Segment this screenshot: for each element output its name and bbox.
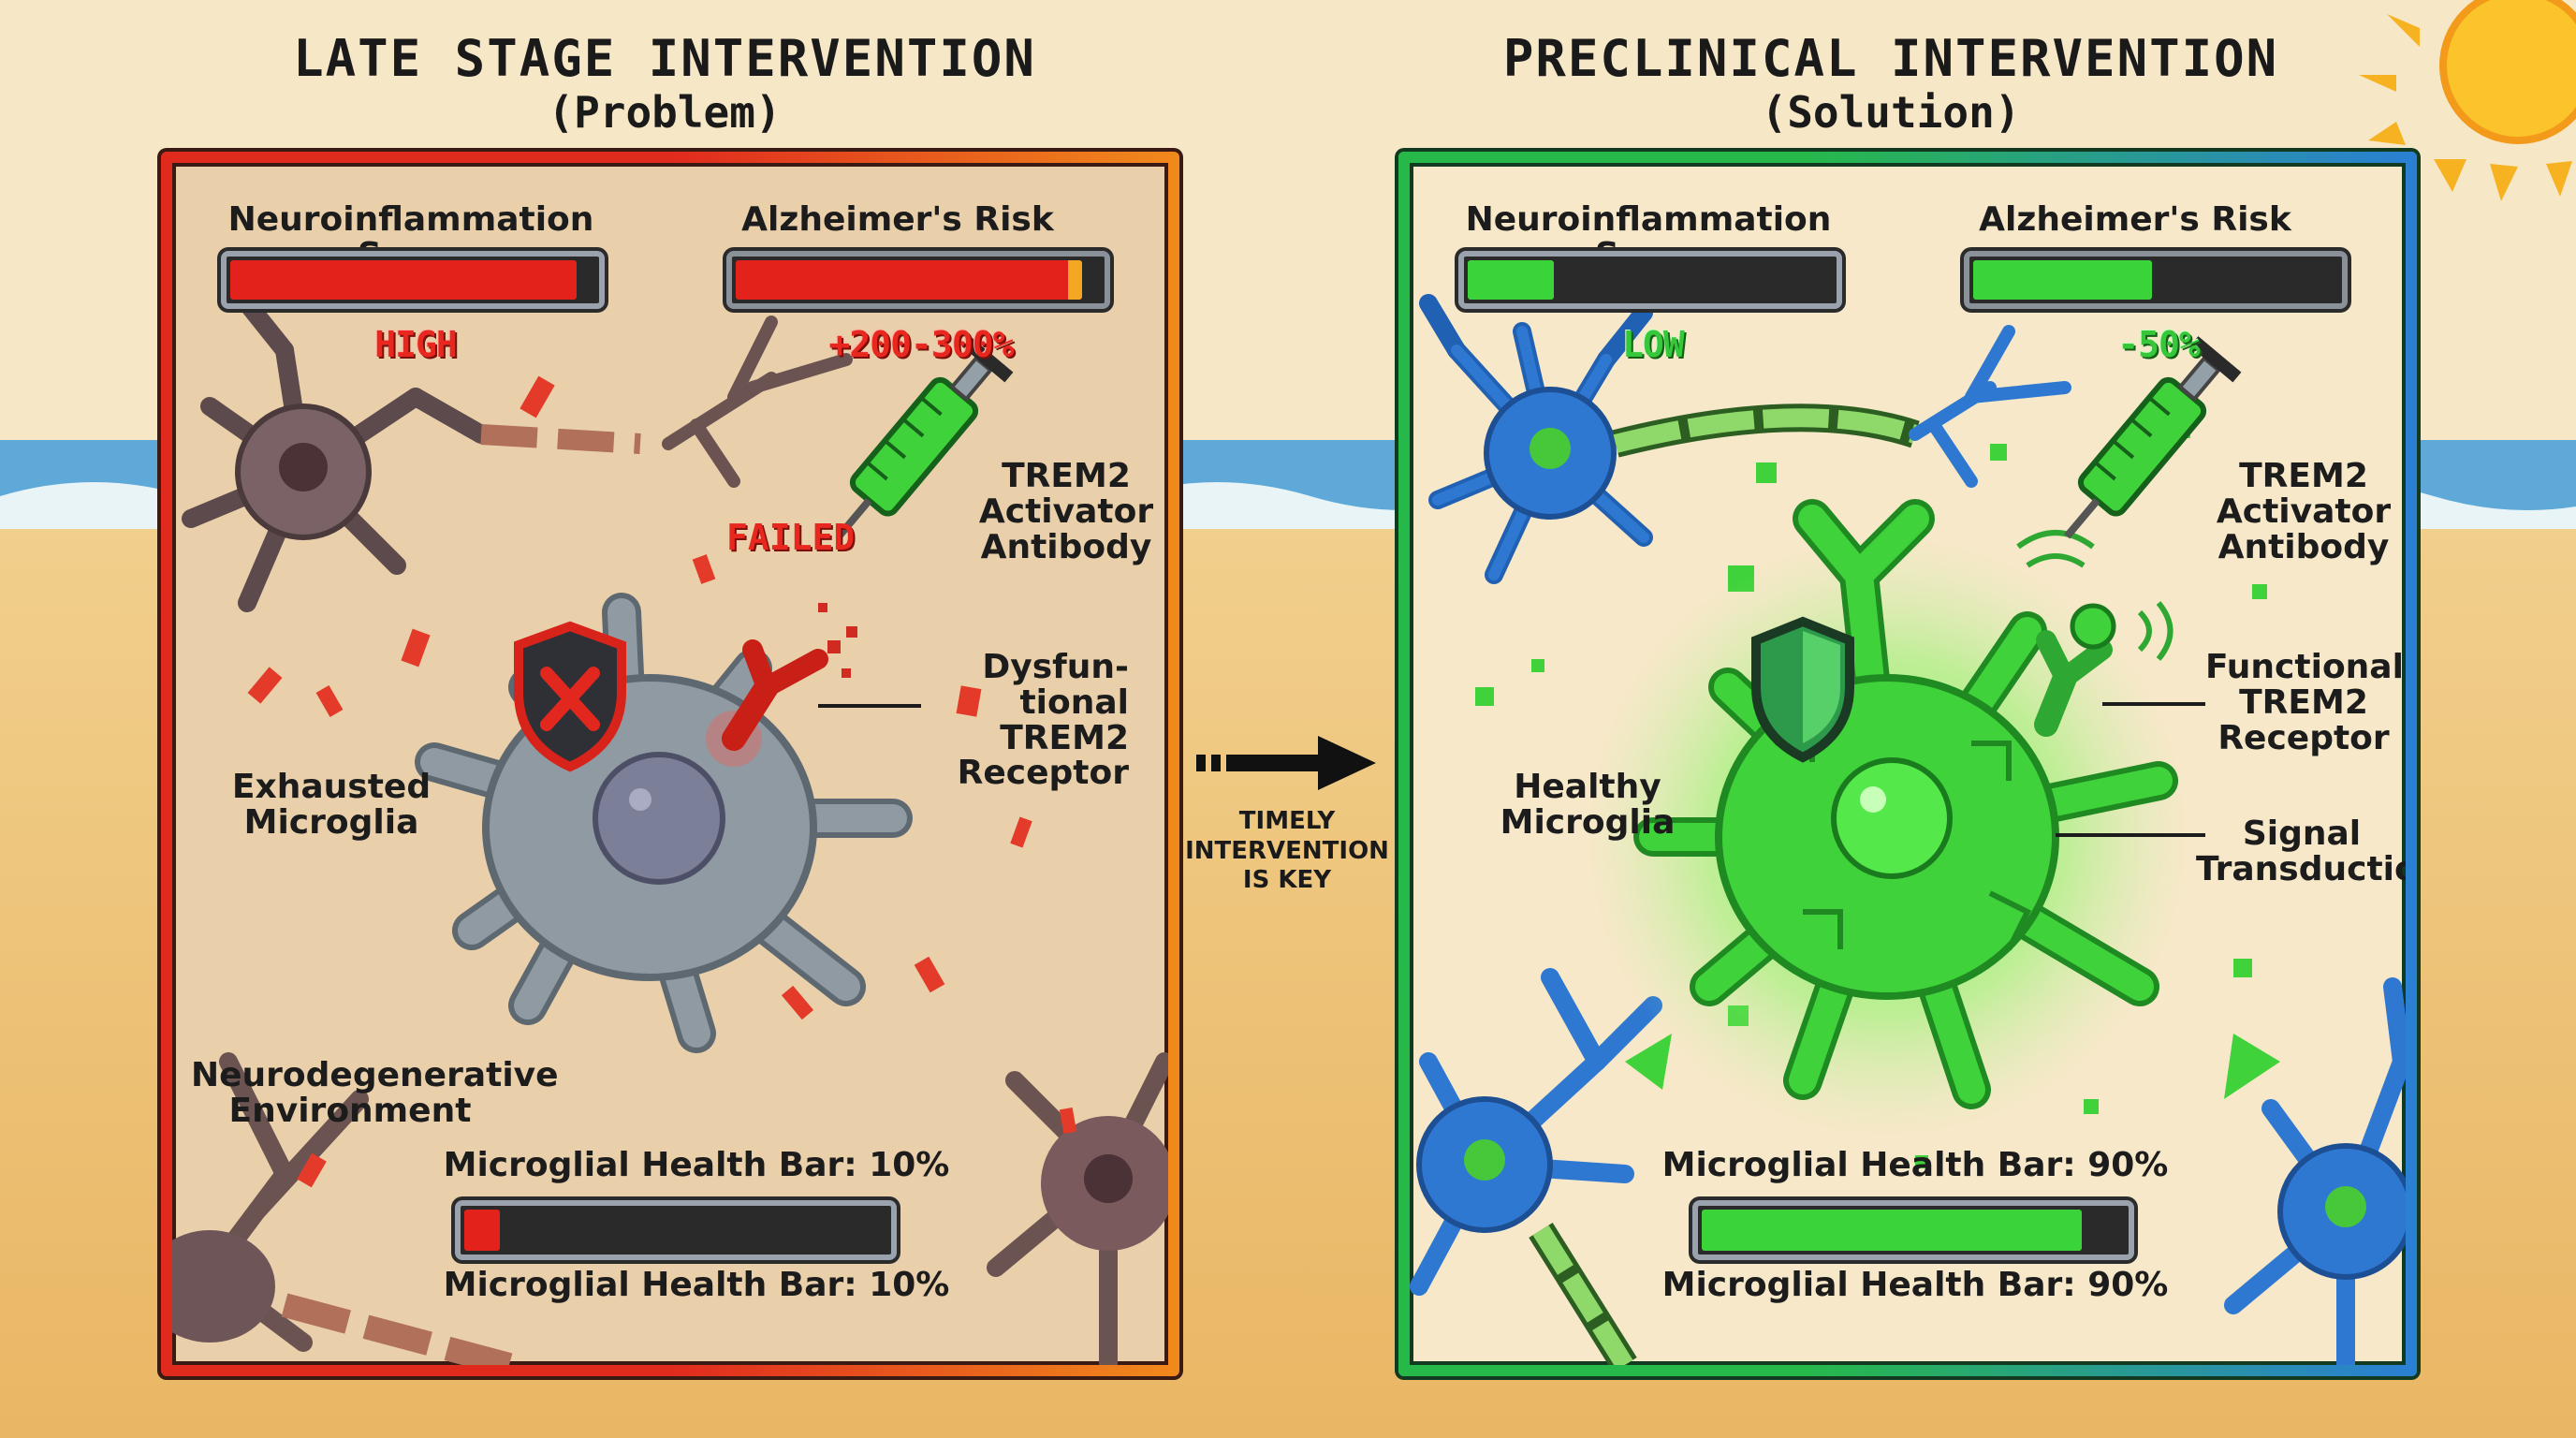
left-heading: LATE STAGE INTERVENTION (Problem) bbox=[178, 29, 1151, 139]
receptor-icon bbox=[2016, 530, 2174, 737]
particles bbox=[1475, 425, 2267, 1168]
right-receptor-label: Functional TREM2 Receptor bbox=[2205, 648, 2404, 757]
right-health-bar bbox=[1692, 1200, 2134, 1260]
left-neuroinflammation-fill bbox=[230, 260, 578, 300]
left-risk-bar bbox=[726, 251, 1110, 309]
left-health-fill bbox=[464, 1210, 500, 1251]
left-drug-label: TREM2 Activator Antibody bbox=[978, 457, 1154, 566]
dead-neuron-top-right bbox=[662, 315, 853, 488]
right-health-label-top: Microglial Health Bar: 90% bbox=[1661, 1146, 2169, 1184]
left-risk-label: Alzheimer's Risk bbox=[741, 200, 1054, 239]
shield-x-icon bbox=[514, 621, 626, 772]
right-risk-fill bbox=[1973, 260, 2152, 300]
right-neuroinflammation-fill bbox=[1468, 260, 1554, 300]
left-title: LATE STAGE INTERVENTION bbox=[293, 29, 1036, 88]
right-title: PRECLINICAL INTERVENTION bbox=[1502, 29, 2279, 88]
left-panel: Neuroinflammation Score HIGH Alzheimer's… bbox=[161, 152, 1179, 1376]
syringe-icon bbox=[836, 336, 1014, 539]
left-health-label-bottom: Microglial Health Bar: 10% bbox=[443, 1266, 950, 1304]
arrow-right-icon bbox=[1196, 736, 1376, 790]
receptor-icon bbox=[706, 603, 857, 767]
right-health-label-bottom: Microglial Health Bar: 90% bbox=[1661, 1266, 2169, 1304]
right-cell-label: Healthy Microglia bbox=[1500, 768, 1676, 842]
right-illustration bbox=[1410, 294, 2406, 1365]
left-risk-fill bbox=[736, 260, 1083, 300]
right-risk-label: Alzheimer's Risk bbox=[1979, 200, 2291, 239]
sun-icon bbox=[2359, 0, 2576, 201]
syringe-icon bbox=[2064, 336, 2242, 539]
right-signal-label: Signal Transduction bbox=[2196, 814, 2417, 888]
left-risk-status: +200-300% bbox=[828, 324, 1015, 365]
right-panel: Neuroinflammation Score LOW Alzheimer's … bbox=[1398, 152, 2417, 1376]
left-health-label-top: Microglial Health Bar: 10% bbox=[443, 1146, 950, 1184]
left-health-bar bbox=[455, 1200, 897, 1260]
failed-tag: FAILED bbox=[726, 517, 856, 558]
left-receptor-label: Dysfun- tional TREM2 Receptor bbox=[957, 648, 1129, 793]
debris bbox=[247, 375, 1077, 1188]
middle-caption: TIMELY INTERVENTION IS KEY bbox=[1185, 807, 1389, 895]
right-drug-label: TREM2 Activator Antibody bbox=[2216, 457, 2392, 566]
right-heading: PRECLINICAL INTERVENTION (Solution) bbox=[1404, 29, 2378, 139]
left-neuroinflammation-status: HIGH bbox=[374, 324, 458, 365]
left-neuroinflammation-bar bbox=[221, 251, 605, 309]
shield-icon bbox=[1751, 616, 1854, 763]
right-neuroinflammation-bar bbox=[1458, 251, 1842, 309]
right-risk-status: -50% bbox=[2117, 324, 2201, 365]
left-cell-label: Exhausted Microglia bbox=[231, 768, 432, 842]
right-risk-bar bbox=[1964, 251, 2348, 309]
right-subtitle: (Solution) bbox=[1761, 87, 2021, 139]
left-environment-label: Neurodegenerative Environment bbox=[191, 1056, 559, 1130]
left-illustration bbox=[172, 294, 1168, 1365]
right-health-fill bbox=[1702, 1210, 2082, 1251]
right-neuroinflammation-status: LOW bbox=[1622, 324, 1685, 365]
exhausted-microglia bbox=[415, 593, 913, 1053]
left-subtitle: (Problem) bbox=[548, 87, 782, 139]
